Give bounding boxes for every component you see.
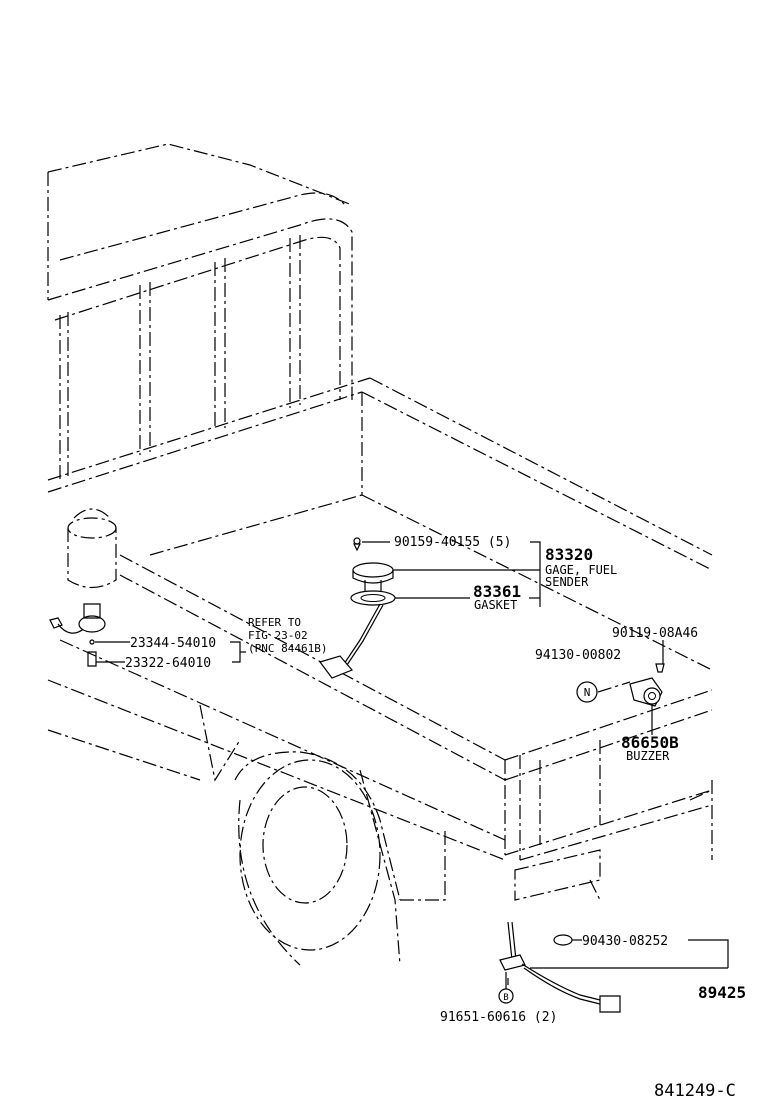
svg-text:N: N bbox=[584, 686, 591, 699]
label-23344-54010: 23344-54010 bbox=[130, 636, 216, 651]
figure-id: 841249-C bbox=[654, 1081, 736, 1101]
callout-b: B bbox=[498, 988, 514, 1004]
level-sensor-icon bbox=[49, 603, 106, 667]
canister-phantom bbox=[67, 508, 117, 589]
label-90159-40155: 90159-40155 (5) bbox=[394, 535, 511, 550]
label-90430-08252: 90430-08252 bbox=[582, 934, 668, 949]
fuel-gage-sender-icon bbox=[319, 537, 396, 679]
label-94130-00802: 94130-00802 bbox=[535, 648, 621, 663]
label-83361: 83361 bbox=[473, 582, 521, 601]
label-refer-to: REFER TO bbox=[248, 616, 301, 629]
label-pnc-84461b: (PNC 84461B) bbox=[248, 642, 327, 655]
truck-phantom-outline bbox=[47, 143, 713, 966]
label-83320: 83320 bbox=[545, 545, 593, 564]
label-sender: SENDER bbox=[545, 575, 589, 589]
label-gage-fuel: GAGE, FUEL bbox=[545, 563, 617, 577]
label-86650b: 86650B bbox=[621, 733, 679, 752]
label-buzzer: BUZZER bbox=[626, 749, 670, 763]
label-91651-60616: 91651-60616 (2) bbox=[440, 1010, 557, 1025]
leader-lines bbox=[95, 541, 729, 990]
callout-n: N bbox=[576, 681, 598, 703]
buzzer-icon bbox=[629, 663, 665, 707]
label-23322-64010: 23322-64010 bbox=[125, 656, 211, 671]
sensor-harness-icon bbox=[499, 921, 621, 1013]
label-fig-23-02: FIG 23-02 bbox=[248, 629, 308, 642]
label-89425: 89425 bbox=[698, 983, 746, 1002]
svg-text:B: B bbox=[503, 993, 508, 1003]
label-gasket: GASKET bbox=[474, 598, 517, 612]
label-90119-08a46: 90119-08A46 bbox=[612, 626, 698, 641]
